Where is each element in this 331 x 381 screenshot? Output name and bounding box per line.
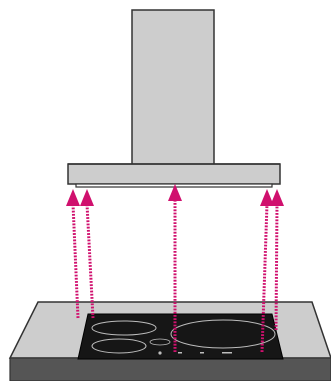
hood-canopy — [67, 163, 281, 185]
cooktop-controls — [158, 351, 232, 355]
airflow-arrow — [168, 184, 182, 352]
timer-symbol-icon — [222, 352, 232, 354]
chimney-hood — [67, 9, 281, 188]
countertop-front-edge — [9, 357, 331, 381]
plus-symbol-icon — [200, 352, 204, 354]
cooking-zone-front-left — [91, 338, 147, 354]
cooking-zone-large-right — [170, 319, 276, 349]
airflow-arrow — [270, 189, 284, 331]
airflow-arrow — [66, 189, 80, 319]
power-symbol-icon — [158, 351, 162, 355]
cooking-zone-small-center — [149, 338, 171, 346]
cooking-zone-rear-left — [91, 320, 157, 336]
minus-symbol-icon — [178, 352, 182, 354]
hood-chimney — [131, 9, 215, 167]
airflow-arrow — [260, 189, 274, 353]
airflow-arrow — [80, 189, 95, 319]
airflow-arrows — [66, 184, 284, 353]
induction-cooktop — [77, 313, 284, 360]
